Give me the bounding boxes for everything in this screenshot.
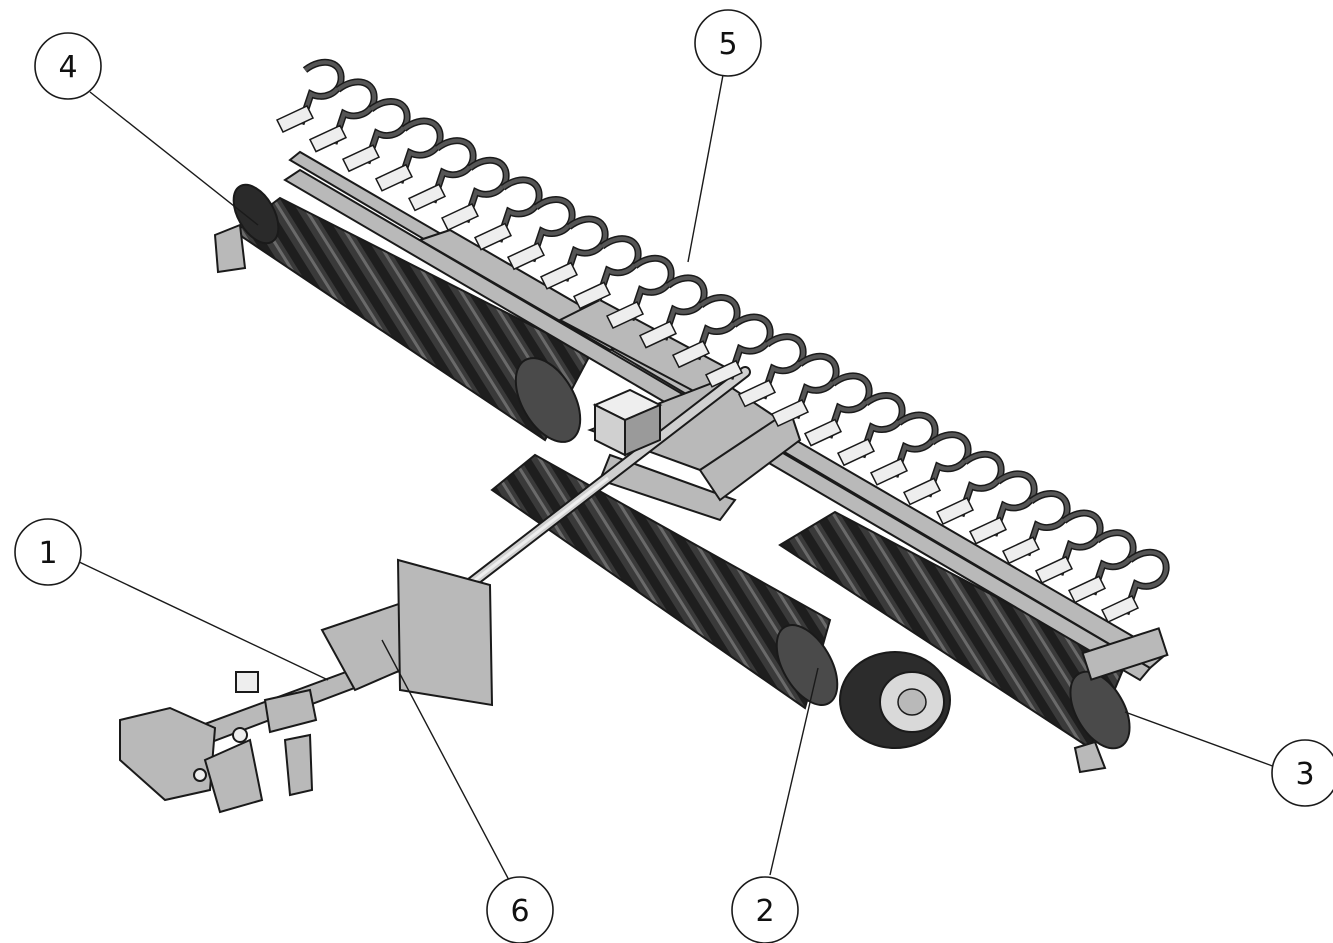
callout-5-label: 5 (718, 27, 737, 62)
callout-6-label: 6 (510, 894, 529, 929)
callout-1: 1 (14, 518, 82, 586)
spring-tine (902, 431, 972, 506)
storage-box (592, 388, 663, 457)
main-frame (213, 150, 1169, 774)
leader-line-6 (381, 639, 511, 883)
callout-2-label: 2 (755, 894, 774, 929)
hydraulic-cylinder (456, 366, 751, 596)
callout-1-label: 1 (38, 536, 57, 571)
leader-line-5 (687, 74, 724, 263)
roller-rear-left (232, 183, 592, 443)
spring-tine (506, 195, 576, 271)
spring-tine (770, 352, 840, 427)
spring-tine (539, 215, 609, 290)
callout-6: 6 (486, 876, 554, 943)
spring-tine (605, 254, 675, 329)
roller-front-right (778, 510, 1131, 750)
spring-tine (737, 333, 807, 408)
roller-front-center (490, 453, 839, 710)
leader-line-2 (769, 667, 819, 876)
spring-tine (869, 411, 939, 486)
spring-tine (308, 78, 378, 153)
spring-tine (374, 117, 444, 192)
spring-tine (1034, 509, 1104, 584)
spring-tine (704, 313, 774, 388)
spring-tine (440, 156, 510, 231)
spring-tine (968, 470, 1038, 545)
callout-2: 2 (731, 876, 799, 943)
callout-4-label: 4 (58, 50, 77, 85)
spring-tine (1100, 548, 1170, 623)
leader-lines (74, 74, 1279, 883)
spring-tine (836, 391, 906, 467)
callout-5: 5 (694, 9, 762, 77)
spring-tine (1067, 529, 1137, 604)
callout-3: 3 (1271, 739, 1333, 807)
spring-tine-rack (275, 58, 1170, 623)
callout-4: 4 (34, 32, 102, 100)
drawbar (119, 558, 494, 814)
transport-wheel (839, 651, 951, 749)
leader-line-3 (1124, 711, 1279, 769)
leader-line-4 (89, 91, 259, 226)
spring-tine (1001, 489, 1071, 565)
callout-3-label: 3 (1295, 757, 1314, 792)
spring-tine (473, 176, 543, 251)
spring-tine (671, 293, 741, 369)
spring-tine (275, 58, 345, 133)
spring-tine (803, 372, 873, 447)
spring-tine (407, 137, 477, 212)
spring-tine (638, 274, 708, 349)
leader-line-1 (74, 559, 329, 681)
spring-tine (572, 235, 642, 310)
spring-tine (341, 97, 411, 173)
spring-tine (935, 450, 1005, 525)
